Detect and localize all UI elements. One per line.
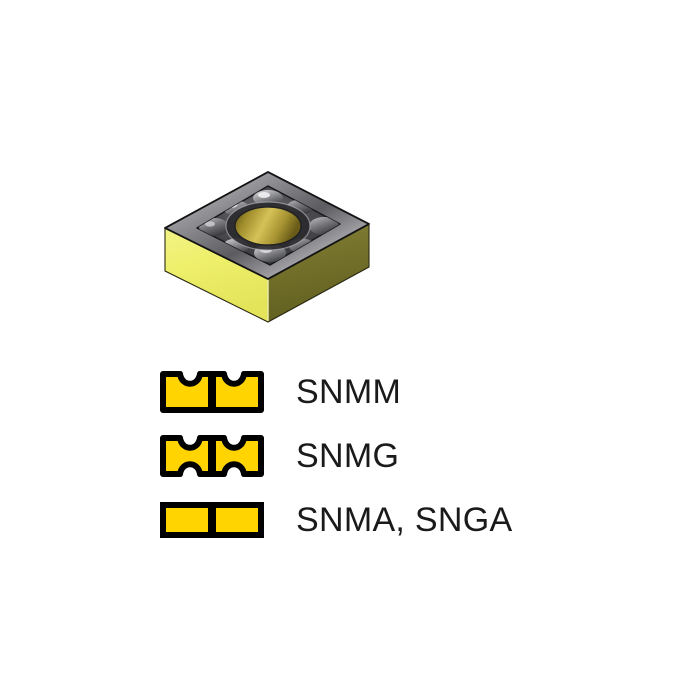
snmg-symbol-svg — [160, 435, 264, 477]
snmg-symbol-centre-bar — [208, 439, 216, 473]
legend-row: SNMG — [160, 424, 580, 488]
snmm-symbol-svg — [160, 371, 264, 413]
snmg-chipbreaker-symbol — [160, 435, 264, 477]
chipbreaker-specular-d — [205, 221, 215, 227]
legend-label-snmm: SNMM — [296, 373, 402, 411]
insert-3d-svg — [164, 171, 370, 323]
insert-body-outline — [164, 224, 370, 323]
legend-row: SNMM — [160, 360, 580, 424]
legend-row: SNMA, SNGA — [160, 488, 580, 552]
square-insert-illustration — [140, 150, 390, 340]
snma-snga-symbol-centre-bar — [208, 507, 216, 533]
snmm-chipbreaker-symbol — [160, 371, 264, 413]
legend-label-snma-snga: SNMA, SNGA — [296, 501, 513, 539]
snma-snga-symbol-svg — [160, 502, 264, 538]
snmm-symbol-centre-bar — [208, 377, 216, 407]
snma-snga-chipbreaker-symbol — [160, 499, 264, 541]
legend-label-snmg: SNMG — [296, 437, 400, 475]
chipbreaker-geometry-legend: SNMM SNMG — [160, 360, 580, 552]
chipbreaker-hole-recess-rim — [225, 201, 311, 251]
insert-centre-hole-inner-shade — [234, 206, 302, 246]
insert-top-outline — [164, 171, 370, 280]
chipbreaker-specular-a — [258, 192, 270, 198]
